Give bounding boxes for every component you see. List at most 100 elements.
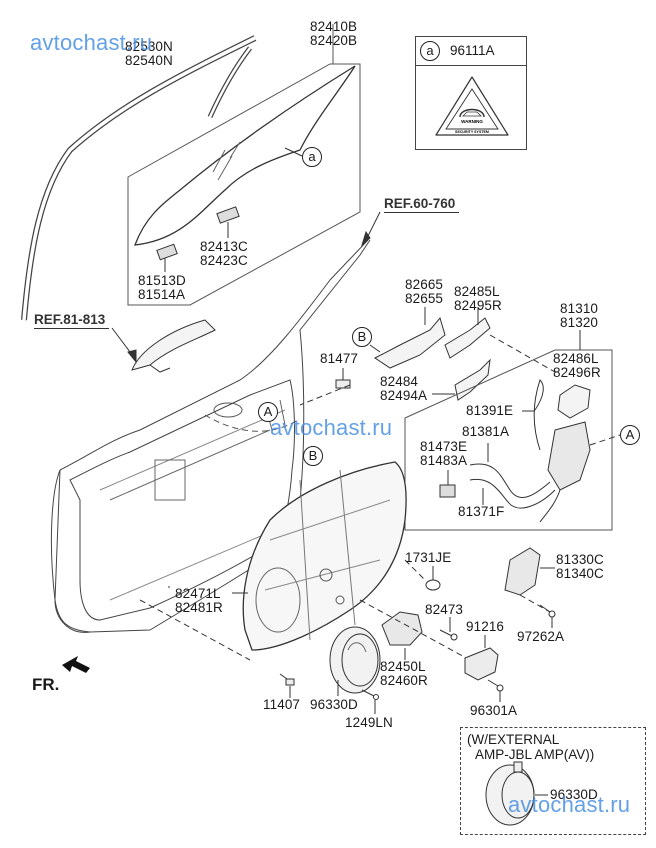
label-bolt-82473: 82473 (425, 603, 463, 617)
label-actuator: 81330C 81340C (556, 553, 604, 581)
cable-81381a (469, 463, 551, 498)
label-amp: 96301A (470, 704, 517, 718)
label-bracket-91216: 91216 (466, 620, 504, 634)
sticker-part-no: 96111A (450, 43, 495, 58)
part-no: 82655 (405, 291, 444, 306)
callout-A-latch: A (620, 425, 640, 445)
label-cable-81391e: 81391E (466, 404, 513, 418)
part-no: 81371F (458, 504, 505, 519)
cable-81391e (533, 379, 544, 451)
window-glass (134, 65, 356, 246)
rod-clip-part (439, 484, 456, 498)
front-direction-arrow (62, 656, 90, 673)
note-line: AMP-JBL AMP(AV)) (475, 747, 595, 762)
sticker-box: a 96111A WARNING SECURITY SYSTEM (415, 36, 527, 150)
cable-81371f (469, 478, 556, 509)
callout-B-door: B (303, 446, 323, 466)
label-cable-81371f: 81371F (458, 505, 504, 519)
callout-A-door: A (258, 402, 278, 422)
part-no: 82486L (553, 351, 599, 366)
part-no: 81483A (420, 453, 468, 468)
optional-note: (W/EXTERNAL AMP-JBL AMP(AV)) (467, 732, 594, 762)
part-no: 82494A (380, 388, 428, 403)
label-glass-clip-lower: 81513D 81514A (138, 274, 186, 302)
label-lower-bracket: 82484 82494A (380, 375, 427, 403)
label-optional-speaker: 96330D (550, 788, 598, 802)
label-module-panel: 82471L 82481R (175, 587, 223, 615)
sticker-box-header: a 96111A (416, 37, 526, 66)
watermark: avtochast.ru (508, 792, 631, 817)
part-no: 1731JE (405, 550, 452, 565)
label-bolt-11407: 11407 (263, 698, 300, 712)
latch-cover-part (557, 384, 591, 419)
watermark: avtochast.ru (30, 30, 153, 55)
label-grommet: 1731JE (405, 551, 451, 565)
glass-clip-upper (216, 206, 240, 224)
callout-b-hinge: B (352, 327, 372, 347)
speaker-part (329, 626, 381, 694)
window-motor-part (381, 611, 423, 646)
label-hinge-upper: 82665 82655 (405, 278, 443, 306)
label-screw-1249ln: 1249LN (345, 716, 393, 730)
part-no: 82481R (175, 600, 223, 615)
ref-60-760[interactable]: REF.60-760 (384, 196, 460, 213)
part-no: 81320 (560, 315, 599, 330)
hinge-bracket-part (444, 317, 491, 359)
part-no: 82665 (405, 277, 444, 292)
part-no: 82413C (200, 239, 248, 254)
part-no: 82530N (125, 39, 173, 54)
part-no: 82410B (310, 19, 358, 34)
front-direction-label: FR. (32, 675, 60, 694)
label-bolt-97262a: 97262A (517, 630, 564, 644)
part-no: 81477 (320, 351, 359, 366)
svg-text:WARNING: WARNING (461, 119, 483, 124)
part-no: 1249LN (345, 715, 393, 730)
part-no: 81381A (462, 424, 510, 439)
grommet-part (425, 579, 441, 591)
lower-bracket-part (454, 358, 491, 401)
label-bolt-81477: 81477 (320, 352, 358, 366)
part-no: 82423C (200, 253, 248, 268)
bolt-11407 (279, 673, 295, 686)
label-run-channel: 82530N 82540N (125, 40, 173, 68)
part-no: 81513D (138, 273, 186, 288)
part-no: 81310 (560, 301, 599, 316)
bolt-96301a (487, 679, 504, 692)
outer-handle (131, 319, 216, 371)
part-no: 81391E (466, 403, 514, 418)
glass-group-outline (127, 63, 361, 306)
part-no: 97262A (517, 629, 565, 644)
part-no: 82420B (310, 33, 358, 48)
screw-1249ln (361, 689, 379, 700)
label-latch-cover: 82486L 82496R (553, 352, 601, 380)
label-speaker: 96330D (310, 698, 358, 712)
latch-actuator-part (547, 421, 591, 491)
part-no: 82540N (125, 53, 173, 68)
door-module-panel (242, 461, 407, 651)
part-no: 82484 (380, 374, 419, 389)
part-no: 82473 (425, 602, 464, 617)
label-glass-clip-upper: 82413C 82423C (200, 240, 248, 268)
label-rod-clip: 81473E 81483A (420, 440, 467, 468)
part-no: 82485L (454, 284, 500, 299)
svg-text:SECURITY SYSTEM: SECURITY SYSTEM (455, 130, 489, 134)
warning-sticker-icon: WARNING SECURITY SYSTEM (435, 76, 509, 136)
bolt-82473 (439, 629, 458, 641)
part-no: 96301A (470, 703, 518, 718)
glass-clip-lower (156, 243, 178, 261)
watermark: avtochast.ru (270, 415, 393, 440)
label-cable-81381a: 81381A (462, 425, 509, 439)
part-no: 81473E (420, 439, 468, 454)
part-no: 96330D (310, 697, 358, 712)
part-no: 82496R (553, 365, 601, 380)
part-no: 82450L (380, 659, 426, 674)
run-channel-strip (21, 35, 257, 321)
optional-speaker-part (485, 761, 535, 826)
label-glass: 82410B 82420B (310, 20, 357, 48)
part-no: 11407 (263, 697, 301, 712)
label-latch-assy: 81310 81320 (560, 302, 598, 330)
ref-81-813[interactable]: REF.81-813 (34, 312, 110, 329)
part-no: 81340C (556, 566, 604, 581)
part-no: 82471L (175, 586, 221, 601)
optional-speaker-box: (W/EXTERNAL AMP-JBL AMP(AV)) (460, 727, 646, 835)
